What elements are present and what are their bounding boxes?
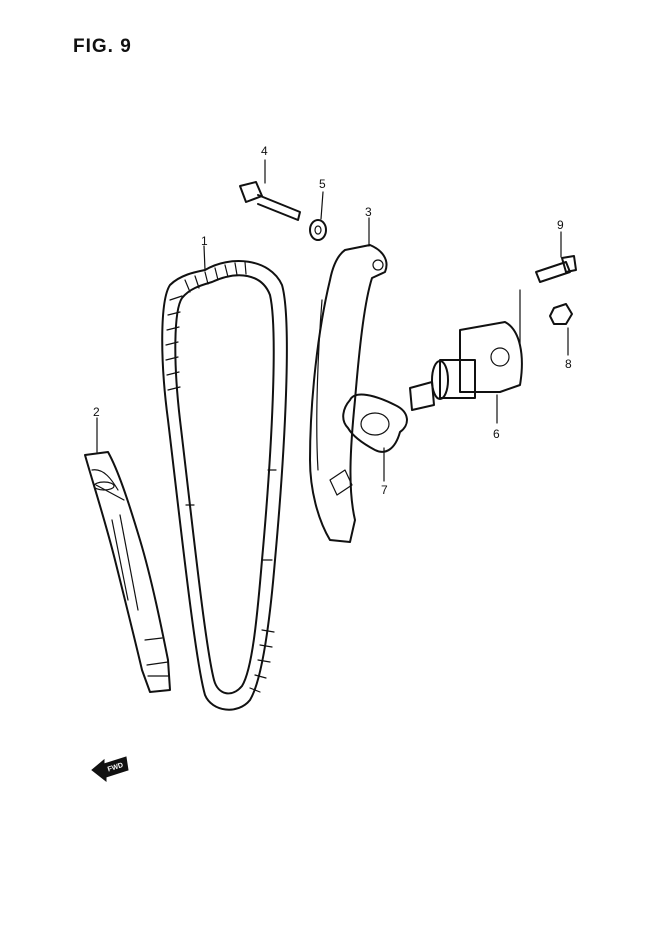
callout-9: 9	[557, 218, 564, 232]
callout-1: 1	[201, 234, 208, 248]
nut	[549, 303, 573, 325]
chain-tensioner-guide	[309, 244, 388, 543]
gasket	[342, 393, 408, 453]
cam-chain	[161, 260, 288, 711]
screw	[535, 255, 577, 283]
callout-2: 2	[93, 405, 100, 419]
figure-title: FIG. 9	[73, 36, 132, 57]
washer	[309, 219, 327, 241]
leader-lines	[96, 159, 569, 482]
callout-4: 4	[261, 144, 268, 158]
bolt	[239, 181, 301, 221]
callout-7: 7	[381, 483, 388, 497]
callout-3: 3	[365, 205, 372, 219]
fwd-label: FWD	[107, 762, 124, 774]
callout-6: 6	[493, 427, 500, 441]
fwd-arrow-icon: FWD	[91, 756, 129, 783]
chain-tensioner-adjuster	[409, 289, 523, 411]
callout-labels: 1 2 3 4 5 6 7 8 9	[93, 144, 572, 497]
callout-8: 8	[565, 357, 572, 371]
chain-guide	[84, 451, 171, 693]
callout-5: 5	[319, 177, 326, 191]
